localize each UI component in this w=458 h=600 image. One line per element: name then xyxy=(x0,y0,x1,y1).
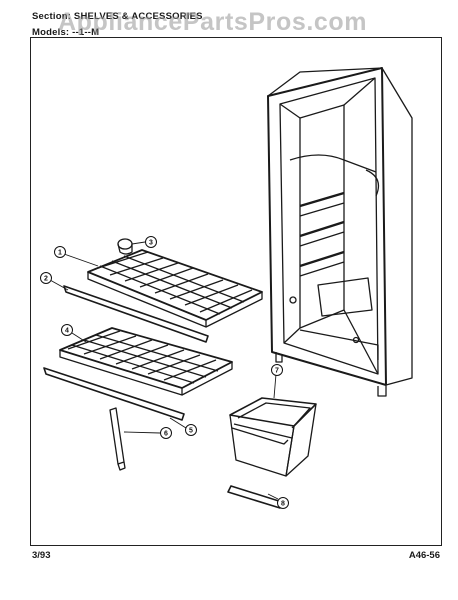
revision-date: 3/93 xyxy=(32,550,51,561)
callout-4: 4 xyxy=(61,324,73,336)
diagram-frame xyxy=(30,37,442,546)
lower-wire-shelf xyxy=(59,327,233,396)
callout-5-label: 5 xyxy=(189,428,193,435)
upper-wire-shelf xyxy=(87,249,263,328)
callout-3-label: 3 xyxy=(149,240,153,247)
lower-trim-bar xyxy=(43,367,185,421)
callout-1-label: 1 xyxy=(58,250,62,257)
models-label: Models: ‑‑1‑‑M xyxy=(32,27,100,38)
callout-6-label: 6 xyxy=(164,431,168,438)
section-title: Section: SHELVES & ACCESSORIES xyxy=(32,11,203,22)
callout-1: 1 xyxy=(54,246,66,258)
callout-8-label: 8 xyxy=(281,501,285,508)
callout-6: 6 xyxy=(160,427,172,439)
callout-7: 7 xyxy=(271,364,283,376)
shelf-support-rod xyxy=(109,407,126,471)
callout-8: 8 xyxy=(277,497,289,509)
callout-3: 3 xyxy=(145,236,157,248)
refrigerator-cabinet xyxy=(267,67,413,397)
shelf-front-trim xyxy=(63,285,209,343)
callout-4-label: 4 xyxy=(65,328,69,335)
watermark-text: AppliancePartsPros.com xyxy=(58,8,368,36)
shelf-clip-cap xyxy=(117,238,133,255)
callout-markers: 1 2 3 4 5 6 7 8 xyxy=(40,236,289,509)
page-code: A46-56 xyxy=(408,550,440,561)
callout-2-label: 2 xyxy=(44,276,48,283)
crisper-drawer xyxy=(229,397,317,477)
callout-7-label: 7 xyxy=(275,368,279,375)
callout-5: 5 xyxy=(185,424,197,436)
callout-2: 2 xyxy=(40,272,52,284)
